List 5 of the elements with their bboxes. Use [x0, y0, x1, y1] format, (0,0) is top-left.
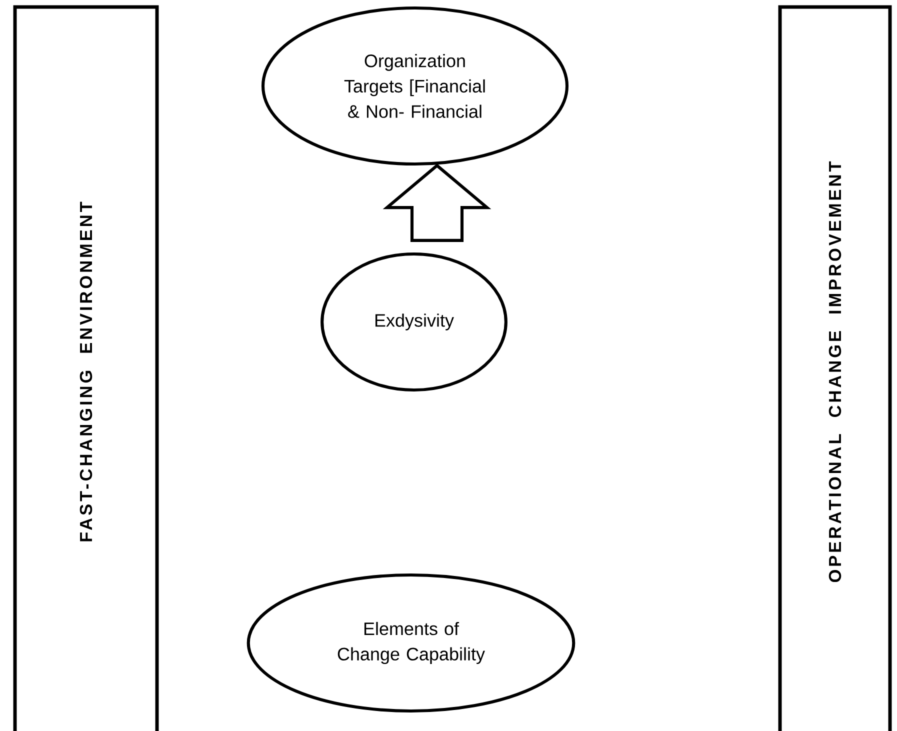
vertical-band: FAST-CHANGING ENVIRONMENT	[13, 5, 159, 731]
ellipse-node: Organization Targets [Financial & Non- Financial	[261, 6, 569, 166]
ellipse-node: Exdysivity	[320, 252, 508, 392]
ellipse-node: Elements of Change Capability	[246, 573, 576, 713]
vertical-band: OPERATIONAL CHANGE IMPROVEMENT	[778, 5, 892, 731]
